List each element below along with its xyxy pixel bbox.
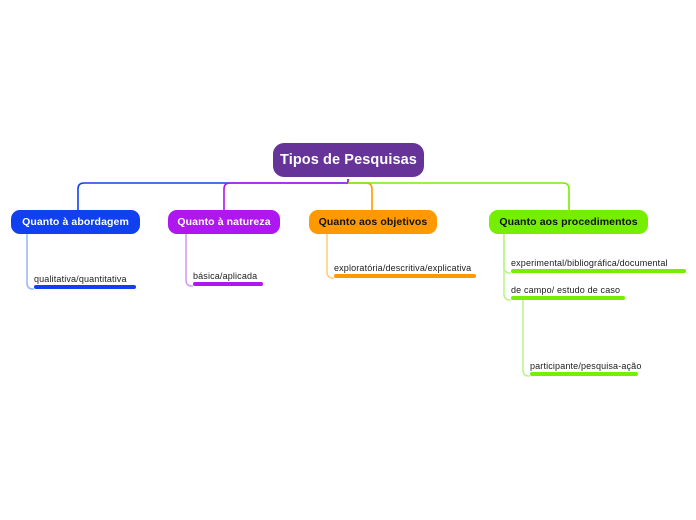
- node-branch-procedimentos-label: Quanto aos procedimentos: [499, 216, 638, 228]
- connector-objetivos-to-leaf1: [326, 234, 334, 279]
- connector-root-to-natureza: [223, 179, 349, 210]
- leaf-procedimentos-1-label: experimental/bibliográfica/documental: [511, 258, 668, 268]
- connector-natureza-to-leaf1: [185, 234, 193, 287]
- leaf-objetivos-1-label: exploratória/descritiva/explicativa: [334, 263, 472, 273]
- connector-procedimentos-to-leaf2: [503, 234, 511, 301]
- leaf-objetivos-1[interactable]: exploratória/descritiva/explicativa: [334, 250, 476, 278]
- node-branch-natureza-label: Quanto à natureza: [177, 216, 271, 228]
- node-branch-objetivos[interactable]: Quanto aos objetivos: [309, 210, 437, 234]
- leaf-abordagem-1-bar: [34, 285, 136, 289]
- leaf-procedimentos-2-bar: [511, 296, 625, 300]
- node-branch-procedimentos[interactable]: Quanto aos procedimentos: [489, 210, 648, 234]
- leaf-procedimentos-2-label: de campo/ estudo de caso: [511, 285, 621, 295]
- leaf-abordagem-1[interactable]: qualitativa/quantitativa: [34, 261, 136, 289]
- connector-root-to-abordagem: [77, 179, 349, 210]
- leaf-procedimentos-1-bar: [511, 269, 686, 273]
- leaf-natureza-1[interactable]: básica/aplicada: [193, 258, 263, 286]
- node-branch-objetivos-label: Quanto aos objetivos: [318, 216, 428, 228]
- connector-abordagem-to-leaf1: [26, 234, 34, 290]
- leaf-procedimentos-3[interactable]: participante/pesquisa-ação: [530, 348, 642, 376]
- connector-procedimentos-to-leaf1: [503, 234, 511, 274]
- leaf-procedimentos-3-label: participante/pesquisa-ação: [530, 361, 642, 371]
- leaf-objetivos-1-bar: [334, 274, 476, 278]
- leaf-natureza-1-label: básica/aplicada: [193, 271, 258, 281]
- leaf-procedimentos-1[interactable]: experimental/bibliográfica/documental: [511, 245, 686, 273]
- leaf-natureza-1-bar: [193, 282, 263, 286]
- connector-procedimentos-to-leaf3: [522, 300, 530, 377]
- node-branch-abordagem[interactable]: Quanto à abordagem: [11, 210, 140, 234]
- leaf-procedimentos-2[interactable]: de campo/ estudo de caso: [511, 272, 625, 300]
- leaf-procedimentos-3-bar: [530, 372, 638, 376]
- connector-root-to-objetivos: [348, 182, 373, 210]
- node-root[interactable]: Tipos de Pesquisas: [273, 143, 424, 177]
- node-branch-natureza[interactable]: Quanto à natureza: [168, 210, 280, 234]
- node-branch-abordagem-label: Quanto à abordagem: [22, 216, 129, 228]
- node-root-label: Tipos de Pesquisas: [280, 152, 417, 168]
- leaf-abordagem-1-label: qualitativa/quantitativa: [34, 274, 127, 284]
- connector-root-to-procedimentos: [348, 182, 570, 210]
